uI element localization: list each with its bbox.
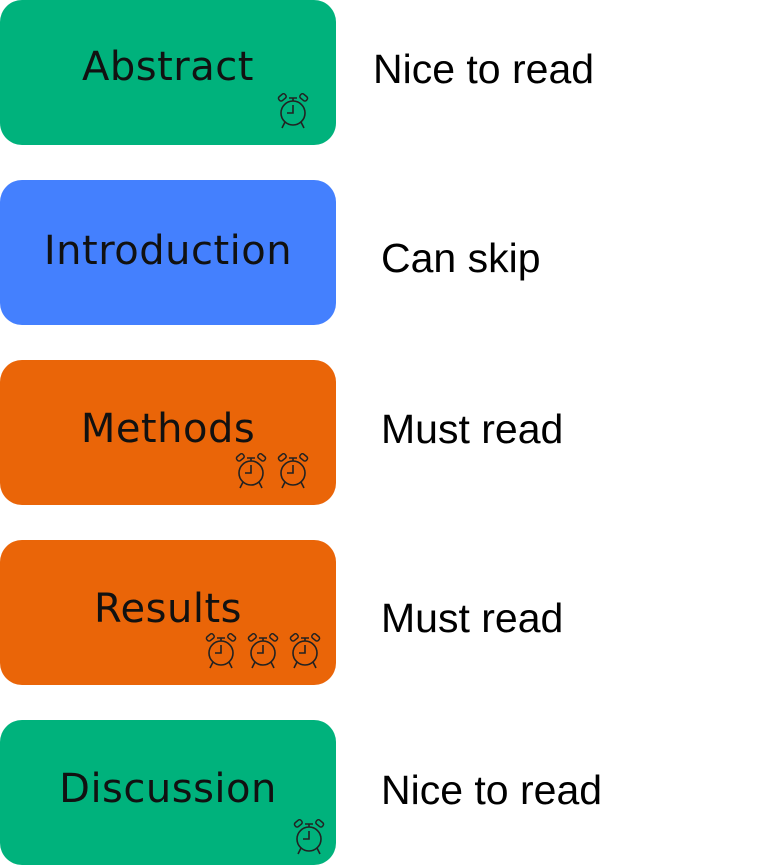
alarm-clock-icon bbox=[276, 92, 310, 129]
section-box-introduction: Introduction bbox=[0, 180, 336, 325]
alarm-clock-icon bbox=[246, 632, 280, 669]
section-label: Introduction bbox=[43, 228, 293, 274]
alarm-clock-icon bbox=[204, 632, 238, 669]
alarm-clock-icon bbox=[276, 452, 310, 489]
section-box-methods: Methods bbox=[0, 360, 336, 505]
section-label: Results bbox=[94, 586, 242, 632]
alarm-clock-icon bbox=[288, 632, 322, 669]
section-box-discussion: Discussion bbox=[0, 720, 336, 865]
reading-note: Nice to read bbox=[381, 767, 603, 813]
section-label: Abstract bbox=[82, 44, 254, 90]
section-box-results: Results bbox=[0, 540, 336, 685]
section-label: Discussion bbox=[59, 766, 277, 812]
alarm-clock-icon bbox=[234, 452, 268, 489]
section-label: Methods bbox=[80, 406, 256, 452]
alarm-clock-icon bbox=[292, 818, 326, 855]
reading-note: Must read bbox=[381, 406, 564, 452]
reading-note: Nice to read bbox=[373, 46, 595, 92]
section-box-abstract: Abstract bbox=[0, 0, 336, 145]
reading-note: Must read bbox=[381, 595, 564, 641]
reading-note: Can skip bbox=[381, 235, 541, 281]
